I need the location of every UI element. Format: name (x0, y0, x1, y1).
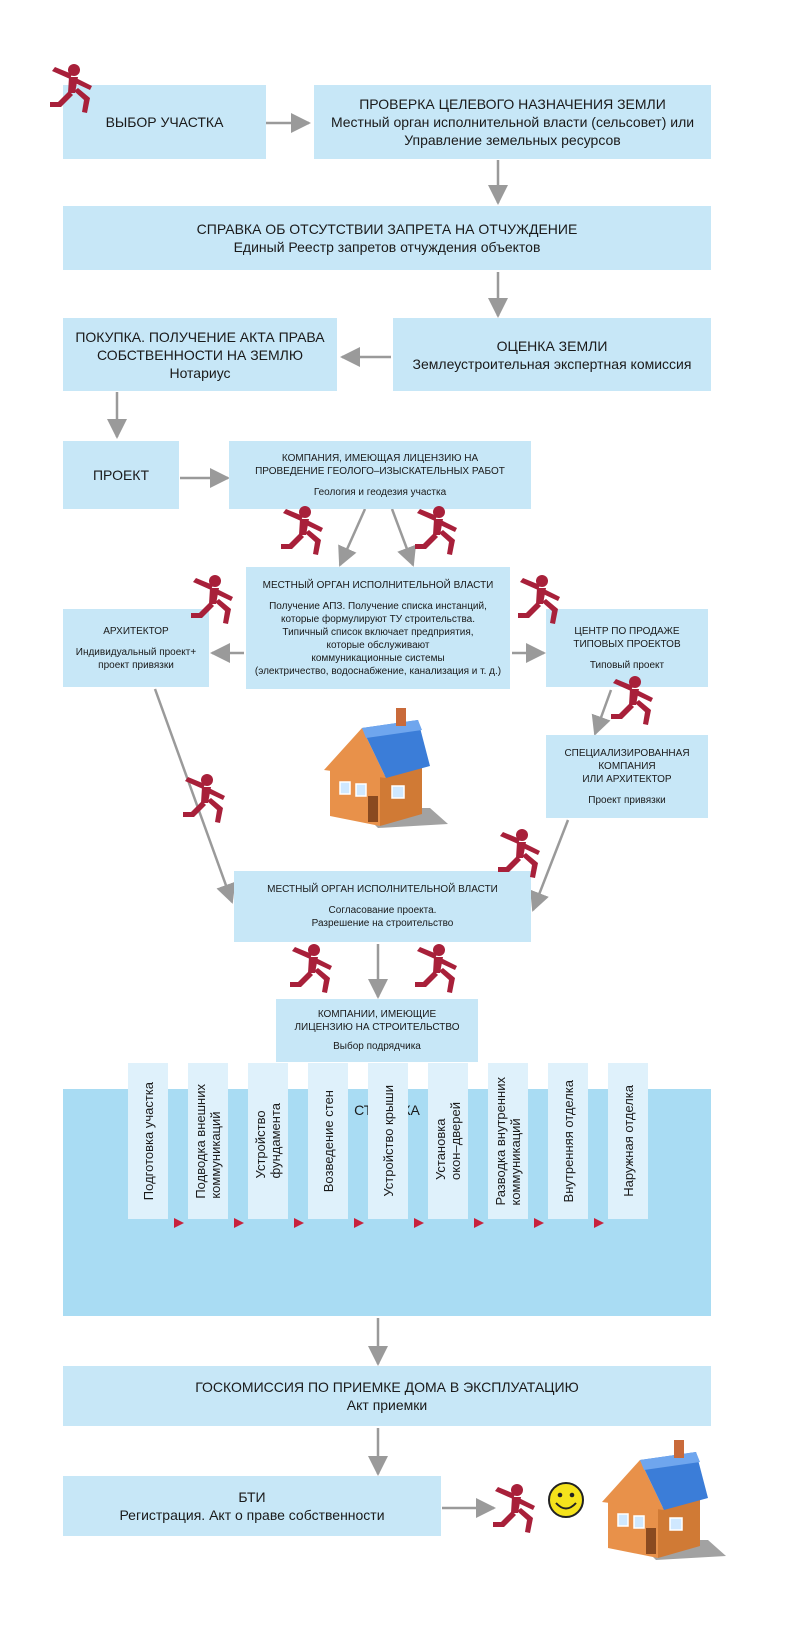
runner-icon (611, 676, 653, 725)
house-icon (601, 1439, 727, 1561)
box-choose-site: ВЫБОР УЧАСТКА (63, 85, 266, 159)
land-check-line2: Управление земельных ресурсов (404, 132, 621, 148)
runner-icon (415, 944, 457, 993)
no-ban-title: СПРАВКА ОБ ОТСУТСТВИИ ЗАПРЕТА НА ОТЧУЖДЕ… (196, 221, 578, 237)
bti-title: БТИ (238, 1489, 266, 1505)
runner-icon (183, 774, 225, 823)
runner-icon (50, 64, 92, 113)
authority1-line: коммуникационные системы (311, 652, 445, 664)
bti-sub: Регистрация. Акт о праве собственности (119, 1507, 385, 1523)
runner-icon (290, 944, 332, 993)
land-check-title: ПРОВЕРКА ЦЕЛЕВОГО НАЗНАЧЕНИЯ ЗЕМЛИ (359, 96, 666, 112)
runner-icon (415, 506, 457, 555)
arrow-center-to-specialized (591, 689, 613, 736)
specialized-line1: СПЕЦИАЛИЗИРОВАННАЯ (564, 747, 690, 759)
smiley-icon (548, 1482, 584, 1518)
box-state-commission: ГОСКОМИССИЯ ПО ПРИЕМКЕ ДОМА В ЭКСПЛУАТАЦ… (63, 1366, 711, 1426)
box-local-authority-1: МЕСТНЫЙ ОРГАН ИСПОЛНИТЕЛЬНОЙ ВЛАСТИ Полу… (246, 567, 510, 689)
architect-line2: проект привязки (98, 659, 174, 671)
authority2-title: МЕСТНЫЙ ОРГАН ИСПОЛНИТЕЛЬНОЙ ВЛАСТИ (267, 884, 498, 895)
step-arrow-icon (234, 1218, 244, 1228)
box-project: ПРОЕКТ (63, 441, 179, 509)
authority1-line: Получение АПЗ. Получение списка инстанци… (269, 600, 487, 612)
geology-line1: КОМПАНИЯ, ИМЕЮЩАЯ ЛИЦЕНЗИЮ НА (281, 452, 479, 464)
box-local-authority-2: МЕСТНЫЙ ОРГАН ИСПОЛНИТЕЛЬНОЙ ВЛАСТИ Согл… (234, 871, 531, 942)
construction-step: Подготовка участка (128, 1063, 168, 1219)
architect-line1: Индивидуальный проект+ (75, 646, 197, 658)
specialized-line2: КОМПАНИЯ (598, 760, 656, 772)
authority1-line: Типичный список включает предприятия, (282, 626, 474, 638)
commission-sub: Акт приемки (346, 1397, 428, 1413)
box-specialized-company: СПЕЦИАЛИЗИРОВАННАЯ КОМПАНИЯ ИЛИ АРХИТЕКТ… (546, 735, 708, 818)
arrow-geology-to-authority-b (390, 508, 417, 567)
box-typical-projects-center: ЦЕНТР ПО ПРОДАЖЕ ТИПОВЫХ ПРОЕКТОВ Типовы… (546, 609, 708, 687)
step-arrow-icon (414, 1218, 424, 1228)
construction-step: Возведение стен (308, 1063, 348, 1219)
box-geology-company: КОМПАНИЯ, ИМЕЮЩАЯ ЛИЦЕНЗИЮ НА ПРОВЕДЕНИЕ… (229, 441, 531, 509)
runner-icon (518, 575, 560, 624)
box-purchase: ПОКУПКА. ПОЛУЧЕНИЕ АКТА ПРАВА СОБСТВЕННО… (63, 318, 337, 391)
specialized-line3: ИЛИ АРХИТЕКТОР (582, 773, 672, 785)
runner-icon (191, 575, 233, 624)
runner-icon (281, 506, 323, 555)
arrow-geology-to-authority-a (338, 508, 367, 567)
geology-sub: Геология и геодезия участка (313, 486, 447, 498)
box-construction-contractors: КОМПАНИИ, ИМЕЮЩИЕ ЛИЦЕНЗИЮ НА СТРОИТЕЛЬС… (276, 999, 478, 1062)
step-arrow-icon (594, 1218, 604, 1228)
construction-step: Наружная отделка (608, 1063, 648, 1219)
runner-icon (493, 1484, 535, 1533)
valuation-title: ОЦЕНКА ЗЕМЛИ (496, 337, 608, 354)
step-arrow-icon (294, 1218, 304, 1228)
authority1-line: которые формулируют ТУ строительства. (281, 613, 475, 625)
contractors-sub: Выбор подрядчика (333, 1041, 421, 1052)
geology-line2: ПРОВЕДЕНИЕ ГЕОЛОГО–ИЗЫСКАТЕЛЬНЫХ РАБОТ (255, 465, 505, 477)
step-arrow-icon (534, 1218, 544, 1228)
contractors-line2: ЛИЦЕНЗИЮ НА СТРОИТЕЛЬСТВО (294, 1022, 460, 1033)
box-bti: БТИ Регистрация. Акт о праве собственнос… (63, 1476, 441, 1536)
runner-icon (498, 829, 540, 878)
box-choose-site-title: ВЫБОР УЧАСТКА (105, 114, 224, 130)
center-sub: Типовый проект (589, 659, 665, 671)
arrow-architect-to-authority2 (153, 688, 236, 904)
box-land-valuation: ОЦЕНКА ЗЕМЛИ Землеустроительная экспертн… (393, 318, 711, 391)
box-no-ban-certificate: СПРАВКА ОБ ОТСУТСТВИИ ЗАПРЕТА НА ОТЧУЖДЕ… (63, 206, 711, 270)
authority1-title: МЕСТНЫЙ ОРГАН ИСПОЛНИТЕЛЬНОЙ ВЛАСТИ (262, 579, 494, 591)
box-architect: АРХИТЕКТОР Индивидуальный проект+ проект… (63, 609, 209, 687)
authority2-line2: Разрешение на строительство (311, 918, 454, 929)
purchase-line2: СОБСТВЕННОСТИ НА ЗЕМЛЮ (97, 346, 303, 363)
land-check-line1: Местный орган исполнительной власти (сел… (330, 114, 695, 130)
box-land-purpose-check: ПРОВЕРКА ЦЕЛЕВОГО НАЗНАЧЕНИЯ ЗЕМЛИ Местн… (314, 85, 711, 159)
step-arrow-icon (354, 1218, 364, 1228)
purchase-line1: ПОКУПКА. ПОЛУЧЕНИЕ АКТА ПРАВА (75, 328, 325, 345)
house-icon (323, 707, 449, 829)
purchase-sub: Нотариус (169, 364, 231, 381)
specialized-sub: Проект привязки (588, 794, 666, 806)
contractors-line1: КОМПАНИИ, ИМЕЮЩИЕ (317, 1009, 437, 1020)
step-arrow-icon (474, 1218, 484, 1228)
no-ban-sub: Единый Реестр запретов отчуждения объект… (233, 239, 541, 255)
authority2-line1: Согласование проекта. (328, 905, 437, 916)
valuation-sub: Землеустроительная экспертная комиссия (412, 355, 692, 372)
authority1-line: которые обслуживают (326, 639, 430, 651)
step-arrow-icon (174, 1218, 184, 1228)
construction-step: Внутренняя отделка (548, 1063, 588, 1219)
arrow-specialized-to-authority2 (530, 819, 570, 912)
commission-title: ГОСКОМИССИЯ ПО ПРИЕМКЕ ДОМА В ЭКСПЛУАТАЦ… (195, 1379, 579, 1395)
authority1-line: (электричество, водоснабжение, канализац… (254, 665, 502, 677)
construction-step: Устройство крыши (368, 1063, 408, 1219)
center-line1: ЦЕНТР ПО ПРОДАЖЕ (574, 625, 680, 637)
center-line2: ТИПОВЫХ ПРОЕКТОВ (573, 638, 681, 650)
architect-title: АРХИТЕКТОР (103, 625, 169, 637)
project-title: ПРОЕКТ (92, 467, 150, 483)
